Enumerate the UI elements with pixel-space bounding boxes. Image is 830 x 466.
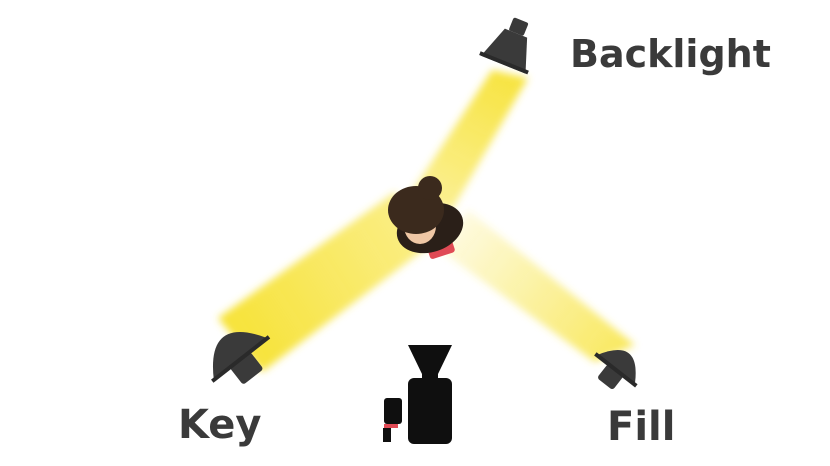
- fill-softbox-icon: [594, 350, 638, 390]
- camera-operator-hand: [383, 428, 391, 442]
- light-beams: [218, 70, 635, 372]
- key-label: Key: [178, 402, 262, 448]
- camera-operator-arm: [384, 398, 402, 424]
- hair-bun: [418, 176, 442, 200]
- fill-light-beam: [440, 210, 635, 362]
- key-softbox-icon: [211, 332, 271, 384]
- fill-label: Fill: [607, 404, 675, 450]
- camera-body: [408, 378, 452, 444]
- camera-icon: [383, 345, 452, 444]
- key-light-beam: [218, 192, 430, 372]
- backlight-label: Backlight: [570, 32, 771, 76]
- camera-lens: [408, 345, 452, 374]
- subject-person-top-view-icon: [388, 176, 464, 259]
- backlight-beam: [408, 70, 528, 210]
- backlight-spotlight-icon: [479, 17, 529, 75]
- camera-hand-accent: [384, 424, 398, 428]
- camera-lens-neck: [422, 370, 438, 380]
